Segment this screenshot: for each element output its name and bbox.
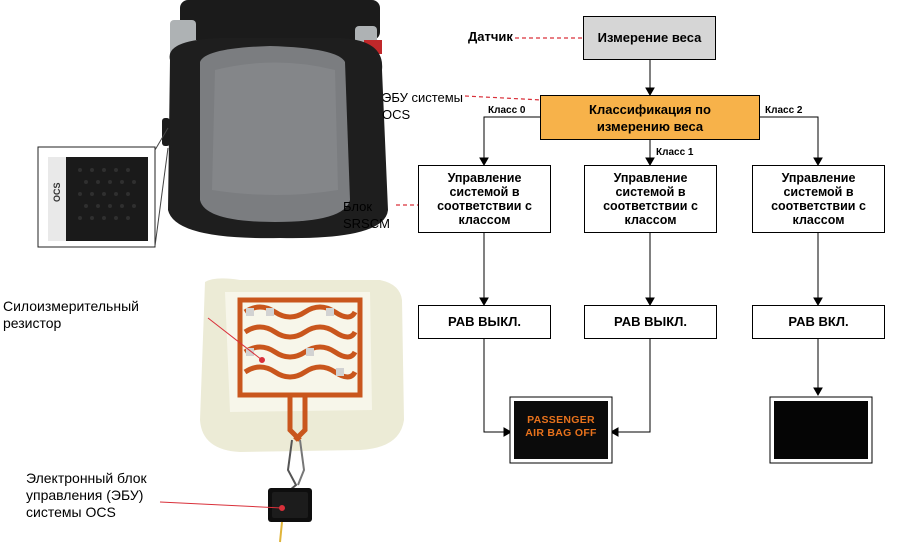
- flow-connectors: [479, 60, 823, 437]
- classification-box: Классификация по измерению веса: [540, 95, 760, 140]
- weight-measurement-box: Измерение веса: [583, 16, 716, 60]
- control-box-class-0: Управление системой в соответствии с кла…: [418, 165, 551, 233]
- passenger-airbag-off-text: PASSENGER AIR BAG OFF: [525, 414, 597, 439]
- class-2-label: Класс 2: [765, 105, 803, 116]
- pab-on-box-class-2: PAB ВКЛ.: [752, 305, 885, 339]
- class-0-label: Класс 0: [488, 105, 526, 116]
- seat-cushion-image: [162, 0, 388, 239]
- ocs-ecu-image: [268, 488, 312, 543]
- pab-off-box-class-0: PAB ВЫКЛ.: [418, 305, 551, 339]
- label-resistor: Силоизмерительный резистор: [3, 298, 139, 331]
- seat-tag-inset: [37, 127, 169, 248]
- pab-off-box-class-1: PAB ВЫКЛ.: [584, 305, 717, 339]
- force-sensor-mat: [237, 297, 363, 442]
- foam-pad-image: [200, 278, 404, 491]
- control-box-class-1: Управление системой в соответствии с кла…: [584, 165, 717, 233]
- blank-display: [769, 396, 873, 464]
- label-ecu-full: Электронный блок управления (ЭБУ) систем…: [26, 470, 147, 520]
- seat-tag-text: OCS: [52, 182, 62, 202]
- class-1-label: Класс 1: [656, 147, 694, 158]
- label-srscm: Блок SRSCM: [343, 199, 390, 231]
- control-box-class-2: Управление системой в соответствии с кла…: [752, 165, 885, 233]
- label-sensor: Датчик: [468, 29, 513, 44]
- passenger-airbag-off-display: [509, 396, 613, 464]
- label-ecu-ocs: ЭБУ системы OCS: [382, 90, 464, 122]
